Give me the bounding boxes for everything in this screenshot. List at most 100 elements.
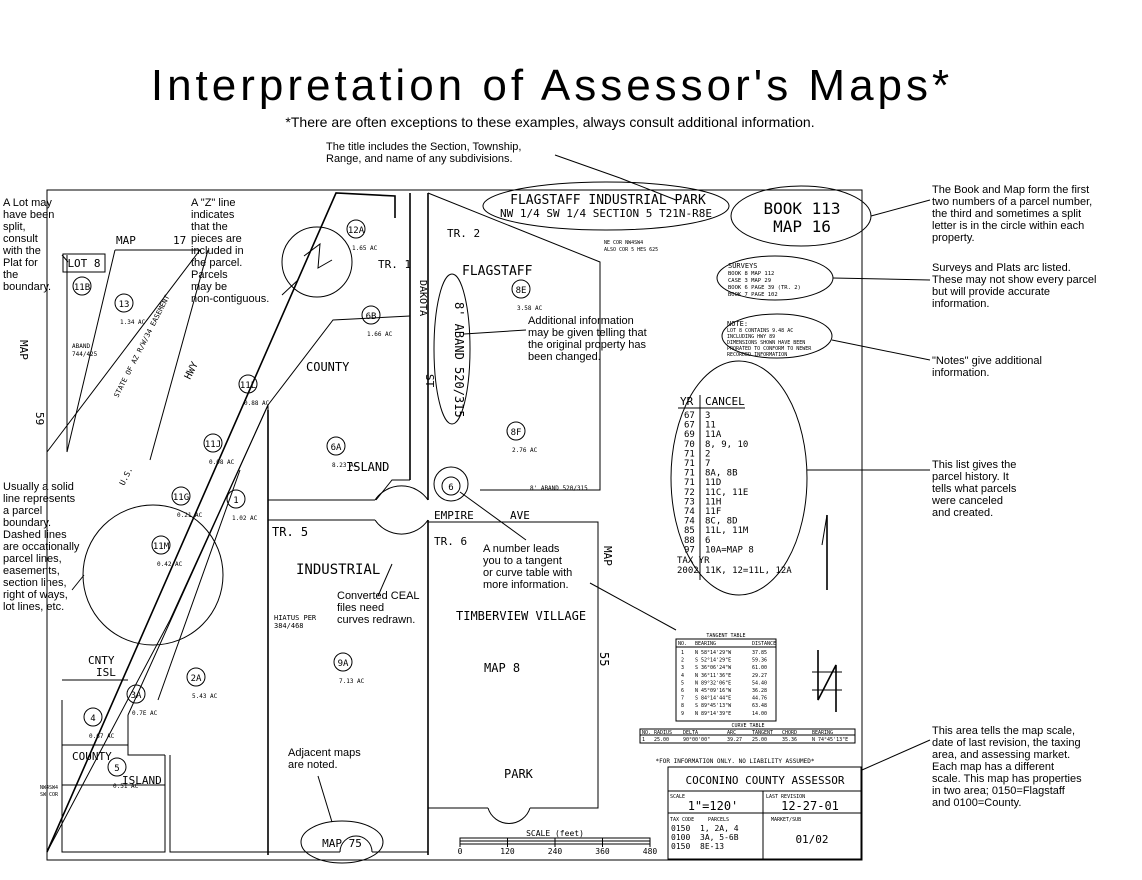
note-line: information. [932,298,989,310]
note-line: boundary. [3,281,51,293]
tangent-cell: 59.36 [752,658,767,664]
tangent-cell: 9 [681,711,684,717]
hiatus-ref: 384/468 [274,622,304,630]
isl-label: ISL [96,666,116,679]
parcel-acreage: 7.13 AC [339,678,365,685]
title-ellipse [482,181,730,231]
parcel-circle [107,757,127,777]
scale-tick-label: 480 [643,847,658,856]
history-cancel: 11L, 11M [705,526,749,536]
note-line: you to a tangent [483,555,562,567]
empire-label: EMPIRE [434,509,474,522]
parcels-header: PARCELS [708,817,729,823]
tangent-title: TANGENT TABLE [706,633,745,639]
note-line: are noted. [288,759,338,771]
note-line: parcel lines, [3,553,62,565]
curve-cell: 39.27 [727,737,742,743]
parcel-circle [511,279,531,299]
ne-corner-ref: ALSO COR 5 HES 625 [604,247,658,253]
note-line: Plat for [3,257,38,269]
tangent-header: NO. [678,641,687,647]
tract-6-label: TR. 6 [434,535,467,548]
survey-line: BOOK 6 PAGE 39 (TR. 2) [728,285,801,291]
lot-8-box [62,253,106,273]
parcel-3a: 3A0.7E AC [126,684,158,717]
note-line: files need [337,602,384,614]
parcel-number: 2A [191,674,202,684]
parcel-1: 11.02 AC [226,489,258,522]
parcel-acreage: 1.02 AC [232,515,258,522]
survey-line: BOOK 8 MAP 112 [728,271,774,277]
surveys-note: Surveys and Plats arc listed.These may n… [932,262,1096,310]
history-year: 71 [684,478,695,488]
abandon-ellipse [433,273,471,425]
history-cancel: 11F [705,507,721,517]
history-cancel: 3 [705,411,710,421]
tangent-cell: 8 [681,703,684,709]
note-line: the original property has [528,339,647,351]
z-line [303,242,333,269]
parcel-5: 50.51 AC [107,757,139,790]
map-frame [46,189,863,861]
parcel-number: 6A [331,443,342,453]
note-line: or curve table with [483,567,572,579]
page-title: Interpretation of Assessor's Maps* [151,61,953,110]
parcel-circle [186,667,206,687]
map-75-ellipse [300,820,384,864]
tax-code-header: TAX CODE [670,817,694,823]
parcel-acreage: 8.23 AC [332,462,358,469]
note-line: consult [3,233,38,245]
tangent-cell: N 36°11'36"E [695,673,731,679]
note-line: may be given telling that [528,327,647,339]
parcel-circle [171,486,191,506]
curve-cell: 25.00 [654,737,669,743]
history-cancel: 8A, 8B [705,469,738,479]
parcel-8f: 8F2.76 AC [506,421,538,454]
note-line: INCLUDING HWY 89 [727,334,775,340]
note-line: A number leads [483,543,560,555]
parcel-6-circle [433,466,469,502]
hiatus-label: HIATUS PER [274,614,317,622]
note-line: A Lot may [3,197,52,209]
note-line: indicates [191,209,235,221]
survey-line: SURVEYS [728,262,758,270]
tangent-cell: S 89°45'13"W [695,703,732,709]
parcel-6a: 6A 8.23 AC [326,436,358,469]
note-line: two numbers of a parcel number, [932,196,1092,208]
history-year: 85 [684,526,695,536]
tract-1-label: TR. 1 [378,258,411,271]
note-line: tells what parcels [932,483,1017,495]
book-number: BOOK 113 [763,199,840,218]
note-line: been changed. [528,351,601,363]
parcel-circle [126,684,146,704]
parcel-circle [72,276,92,296]
parcel-number: 12A [348,226,365,236]
ne-corner-label: NE COR NW4SW4 [604,240,643,246]
parcel-4: 40.67 AC [83,707,115,740]
note-line: NOTE: [727,320,748,328]
scale-tick-label: 240 [548,847,563,856]
parcel-number: 11G [173,493,189,503]
history-cancel: 11C, 11E [705,488,748,498]
tangent-cell: S 52°14'29"E [695,658,731,664]
curve-header: DELTA [683,730,698,736]
note-line: right of ways, [3,589,68,601]
title-block: COCONINO COUNTY ASSESSOR SCALE 1"=120' L… [667,766,862,860]
curve-cell: N 74°45'13"E [812,737,848,743]
parcel-circle [226,489,246,509]
parcel-circle [441,476,461,496]
us-label: U.S. [118,466,135,487]
history-cancel: 8C, 8D [705,517,738,527]
history-year: 73 [684,497,695,507]
parcel-circle [203,433,223,453]
curve-header: RADIUS [654,730,672,736]
tangent-cell: 14.00 [752,711,767,717]
note-line: the [3,269,18,281]
note-line: Additional information [528,315,634,327]
